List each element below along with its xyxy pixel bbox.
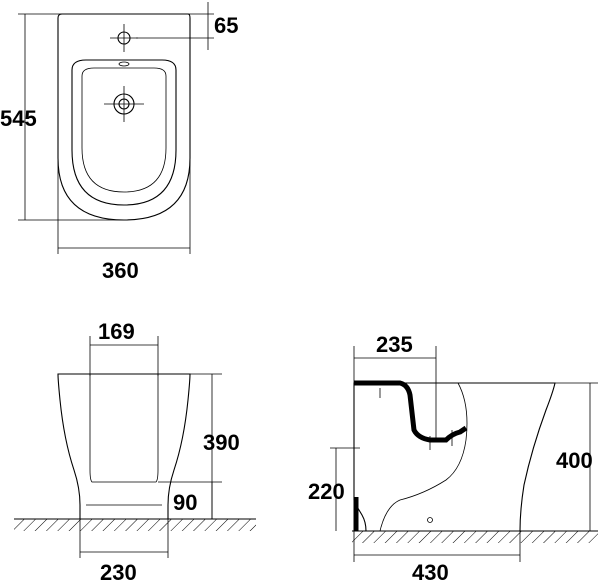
side-drain-mark bbox=[427, 517, 433, 523]
dim-65: 65 bbox=[214, 13, 238, 38]
dim-169: 169 bbox=[98, 319, 135, 344]
dim-235: 235 bbox=[376, 332, 413, 357]
dim-545: 545 bbox=[0, 106, 37, 131]
dim-230: 230 bbox=[100, 560, 137, 581]
top-view-bowl-inner bbox=[81, 67, 167, 193]
front-view-inner bbox=[89, 374, 159, 483]
dim-430: 430 bbox=[412, 560, 449, 581]
dim-360: 360 bbox=[102, 258, 139, 283]
side-view: 235 400 220 430 bbox=[308, 332, 598, 581]
dim-390: 390 bbox=[203, 430, 240, 455]
dim-220: 220 bbox=[308, 479, 345, 504]
front-floor-hatch bbox=[14, 519, 256, 531]
dim-400: 400 bbox=[556, 448, 593, 473]
side-view-body-curve bbox=[379, 382, 468, 532]
top-view-bowl-rim bbox=[71, 59, 177, 206]
top-view-outline bbox=[57, 13, 191, 221]
front-view-outline bbox=[57, 373, 191, 520]
top-view: 65 545 360 bbox=[0, 2, 238, 283]
overflow-hole bbox=[118, 61, 130, 67]
side-floor-hatch bbox=[352, 531, 598, 543]
front-view: 169 390 90 230 bbox=[14, 319, 256, 581]
side-water-channel bbox=[354, 380, 468, 443]
side-view-outline bbox=[353, 382, 556, 532]
dim-90: 90 bbox=[173, 490, 197, 515]
